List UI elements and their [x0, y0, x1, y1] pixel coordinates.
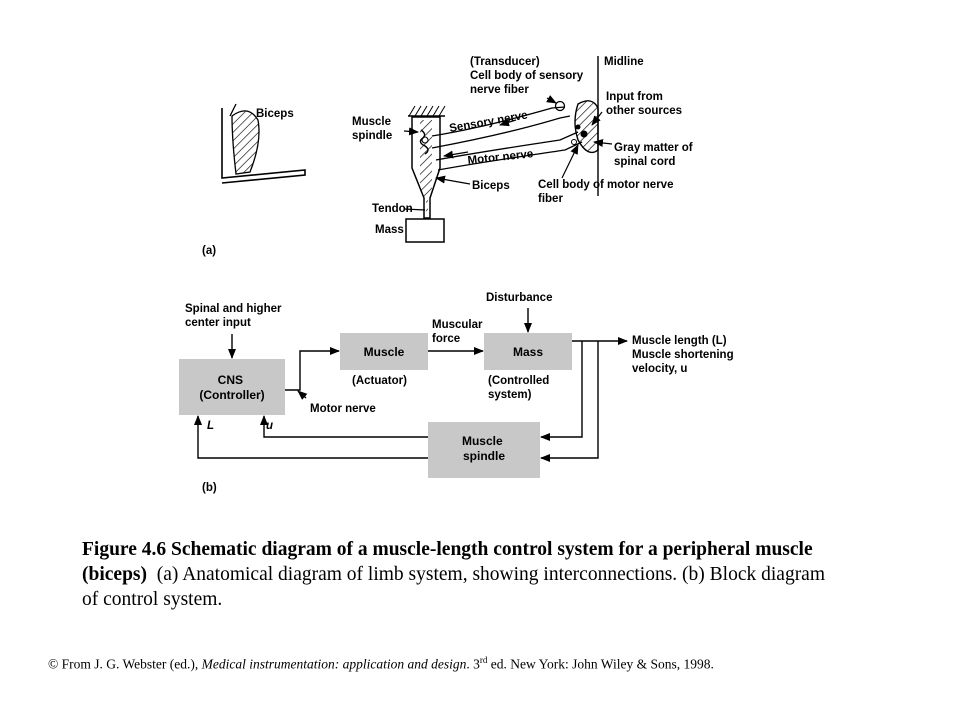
motor-nerve-label-a: Motor nerve [467, 148, 534, 167]
transducer-label-line3: nerve fiber [470, 84, 529, 96]
midline-label: Midline [604, 56, 644, 68]
cns-box-line1: CNS [218, 373, 243, 387]
figure-caption: Figure 4.6 Schematic diagram of a muscle… [82, 537, 842, 612]
ceiling-support [408, 105, 446, 117]
cns-box-line2: (Controller) [199, 388, 264, 402]
panel-a-label: (a) [202, 245, 216, 257]
block-diagram: CNS (Controller) Muscle Mass Muscle spin… [179, 292, 737, 494]
spindle-box-line1: Muscle [462, 434, 503, 448]
motor-cell-line1: Cell body of motor nerve [538, 179, 673, 191]
credit-suffix: ed. New York: John Wiley & Sons, 1998. [487, 656, 714, 672]
input-sources-label: Input from other sources [606, 91, 682, 117]
spinal-input-line2: center input [185, 317, 251, 329]
anatomical-diagram: Biceps [202, 56, 696, 257]
cns-box [179, 359, 285, 415]
spindle-label: Muscle spindle [352, 116, 394, 142]
panel-b-label: (b) [202, 482, 217, 494]
muscular-force-line1: Muscular [432, 319, 483, 331]
spindle-label-line1: Muscle [352, 116, 391, 128]
arm-drawing [221, 103, 306, 184]
block-arrows [194, 308, 628, 462]
transducer-label: (Transducer) Cell body of sensory nerve … [470, 56, 586, 96]
arm-biceps-label: Biceps [256, 108, 294, 120]
feedback-u-label: u [266, 420, 273, 432]
caption-bold: Figure 4.6 Schematic diagram of a muscle… [82, 539, 813, 585]
motor-nerve-label-b: Motor nerve [310, 403, 376, 415]
controlled-system-line2: system) [488, 389, 532, 401]
output-label: Muscle length (L) Muscle shortening velo… [632, 335, 737, 375]
mass-box [484, 333, 572, 370]
transducer-label-line2: Cell body of sensory [470, 70, 584, 82]
output-line2: Muscle shortening [632, 349, 734, 361]
tendon-label: Tendon [372, 203, 413, 215]
biceps-label-a: Biceps [472, 180, 510, 192]
controlled-system-line1: (Controlled [488, 375, 549, 387]
sensory-nerve-label: Sensory nerve [448, 109, 528, 135]
credit-edition: . 3 [466, 656, 480, 672]
gray-matter-line2: spinal cord [614, 156, 675, 168]
spindle-box-text: Muscle spindle [462, 434, 506, 463]
muscular-force-line2: force [432, 333, 460, 345]
output-line3: velocity, u [632, 363, 687, 375]
disturbance-label: Disturbance [486, 292, 552, 304]
input-sources-line1: Input from [606, 91, 663, 103]
input-sources-line2: other sources [606, 105, 682, 117]
output-line1: Muscle length (L) [632, 335, 727, 347]
motor-cell-line2: fiber [538, 193, 563, 205]
muscular-force-label: Muscular force [432, 319, 486, 345]
label-leaders [403, 95, 613, 211]
source-credit: © From J. G. Webster (ed.), Medical inst… [48, 655, 948, 673]
credit-title: Medical instrumentation: application and… [201, 656, 467, 672]
mass-block [405, 218, 445, 243]
motor-cell-label: Cell body of motor nerve fiber [538, 179, 677, 205]
cns-box-text: CNS (Controller) [199, 373, 264, 402]
credit-prefix: © From J. G. Webster (ed.), [48, 656, 202, 672]
muscle-box [340, 333, 428, 370]
spindle-label-line2: spindle [352, 130, 392, 142]
spinal-cord-drawing [571, 56, 599, 196]
actuator-label: (Actuator) [352, 375, 407, 387]
muscle-drawing [411, 116, 441, 219]
mass-box-text: Mass [513, 345, 543, 359]
caption-rest: (a) Anatomical diagram of limb system, s… [82, 564, 826, 610]
spindle-box [428, 422, 540, 478]
spinal-input-label: Spinal and higher center input [185, 303, 285, 329]
transducer-label-line1: (Transducer) [470, 56, 540, 68]
feedback-l-label: L [207, 420, 214, 432]
credit-edition-sup: rd [479, 655, 488, 665]
spindle-box-line2: spindle [463, 449, 505, 463]
controlled-system-label: (Controlled system) [488, 375, 553, 401]
muscle-box-text: Muscle [364, 345, 405, 359]
spinal-input-line1: Spinal and higher [185, 303, 282, 315]
nerve-fibers [431, 100, 583, 171]
mass-label-a: Mass [375, 224, 404, 236]
gray-matter-line1: Gray matter of [614, 142, 693, 154]
gray-matter-label: Gray matter of spinal cord [614, 142, 696, 168]
